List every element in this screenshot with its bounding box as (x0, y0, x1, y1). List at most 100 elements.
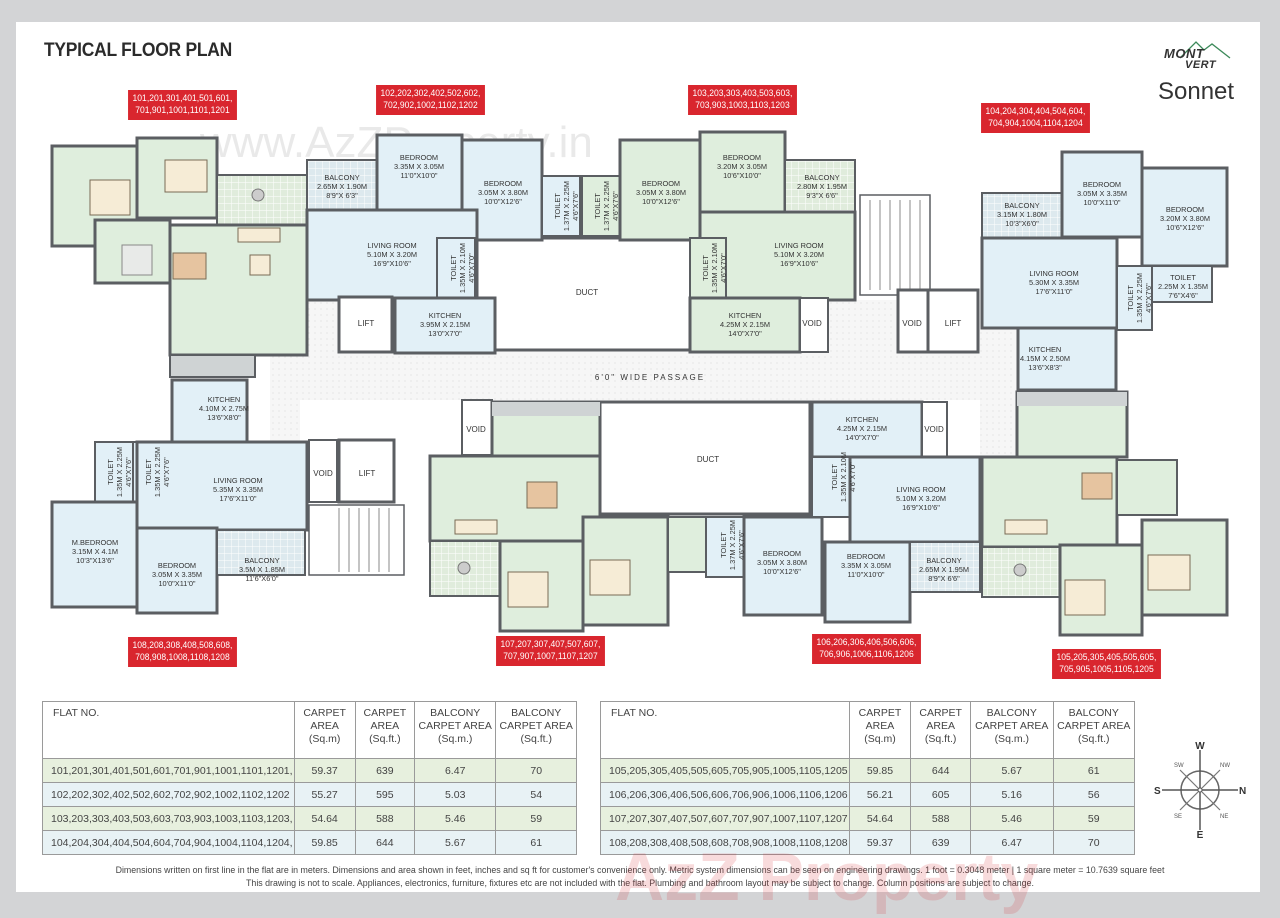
compass-se: SE (1174, 814, 1182, 820)
duct-upper: DUCT (576, 288, 598, 297)
cell: 588 (910, 806, 972, 831)
room-label-toilet: TOILET1.37M X 2.25M4'6"X7'6" (719, 520, 746, 570)
cell: 54 (495, 782, 577, 807)
room-label-toilet: TOILET1.35M X 2.25M4'6"X7'6" (106, 447, 133, 497)
cell: 5.67 (413, 830, 497, 855)
cell-flat-no: 102,202,302,402,502,602,702,902,1002,110… (42, 782, 295, 807)
room-label-toilet: TOILET1.35M X 2.10M4'6"X7'0" (449, 243, 476, 293)
page-title: TYPICAL FLOOR PLAN (44, 40, 232, 61)
table-row: 107,207,307,407,507,607,707,907,1007,110… (600, 806, 1135, 831)
cell: 5.16 (970, 782, 1054, 807)
cell-flat-no: 107,207,307,407,507,607,707,907,1007,110… (600, 806, 850, 831)
table-header-row: FLAT NO. CARPET AREA (Sq.m) CARPET AREA … (42, 701, 577, 759)
staircase-right (859, 194, 980, 354)
flat-tag-101: 101,201,301,401,501,601,701,901,1001,110… (128, 90, 237, 120)
col-carpet-sqft: CARPET AREA (Sq.ft.) (910, 701, 972, 759)
cell: 595 (354, 782, 415, 807)
void-label: VOID (466, 425, 486, 434)
cell-flat-no: 101,201,301,401,501,601,701,901,1001,110… (42, 758, 295, 783)
flat-106 (705, 400, 982, 624)
compass-rose-icon: W E S N SW NW SE NE (1154, 741, 1246, 838)
flat-tag-103: 103,203,303,403,503,603,703,903,1003,110… (688, 85, 797, 115)
flat-tag-102: 102,202,302,402,502,602,702,902,1002,110… (376, 85, 485, 115)
cell: 639 (354, 758, 415, 783)
cell: 59 (1052, 806, 1135, 831)
cell-flat-no: 108,208,308,408,508,608,708,908,1008,110… (600, 830, 850, 855)
void-label: VOID (924, 425, 944, 434)
flat-108 (50, 378, 309, 615)
table-row: 106,206,306,406,506,606,706,906,1006,110… (600, 782, 1135, 807)
col-flat-no: FLAT NO. (42, 701, 295, 759)
flat-tag-105: 105,205,305,405,505,605,705,905,1005,110… (1052, 649, 1161, 679)
cell: 55.27 (293, 782, 356, 807)
col-carpet-sqm: CARPET AREA (Sq.m) (848, 701, 912, 759)
compass-s: S (1154, 786, 1161, 797)
col-carpet-sqm: CARPET AREA (Sq.m) (293, 701, 356, 759)
cell: 56.21 (848, 782, 912, 807)
flat-tag-106: 106,206,306,406,506,606,706,906,1006,110… (812, 634, 921, 664)
table-row: 103,203,303,403,503,603,703,903,1003,110… (42, 806, 577, 831)
col-flat-no: FLAT NO. (600, 701, 850, 759)
room-label-toilet: TOILET1.35M X 2.25M4'6"X7'6" (144, 447, 171, 497)
cell: 5.46 (970, 806, 1054, 831)
lift-lower-left (308, 438, 405, 576)
duct-upper (475, 236, 699, 352)
cell: 56 (1052, 782, 1135, 807)
cell: 59.37 (293, 758, 356, 783)
compass-e: E (1197, 830, 1204, 838)
room-label-toilet: TOILET1.35M X 2.10M4'6"X7'0" (830, 452, 857, 502)
cell-flat-no: 103,203,303,403,503,603,703,903,1003,110… (42, 806, 295, 831)
brand-logo: MONT VERT Sonnet (1150, 38, 1250, 108)
cell: 644 (354, 830, 415, 855)
flat-104 (980, 150, 1229, 392)
flat-102 (305, 133, 581, 355)
cell: 70 (495, 758, 577, 783)
disclaimer-line1: Dimensions written on first line in the … (115, 865, 1165, 876)
cell: 59.37 (848, 830, 912, 855)
compass-w: W (1195, 741, 1205, 752)
cell-flat-no: 104,204,304,404,504,604,704,904,1004,110… (42, 830, 295, 855)
table-row: 105,205,305,405,505,605,705,905,1005,110… (600, 758, 1135, 783)
cell: 644 (910, 758, 972, 783)
lift-label: LIFT (945, 319, 962, 328)
col-balcony-sqft: BALCONY CARPET AREA (Sq.ft.) (1052, 701, 1135, 759)
cell: 59 (495, 806, 577, 831)
compass-sw: SW (1174, 763, 1184, 769)
table-row: 108,208,308,408,508,608,708,908,1008,110… (600, 830, 1135, 855)
flat-103 (581, 130, 857, 354)
passage-label: 6'0" WIDE PASSAGE (595, 373, 705, 382)
cell: 6.47 (970, 830, 1054, 855)
project-name: Sonnet (1158, 78, 1235, 105)
room-label-toilet: TOILET1.37M X 2.25M4'6"X7'6" (553, 181, 580, 231)
cell: 6.47 (413, 758, 497, 783)
compass-ne: NE (1220, 814, 1228, 820)
cell-flat-no: 106,206,306,406,506,606,706,906,1006,110… (600, 782, 850, 807)
cell: 588 (354, 806, 415, 831)
table-header-row: FLAT NO. CARPET AREA (Sq.m) CARPET AREA … (600, 701, 1135, 759)
cell: 70 (1052, 830, 1135, 855)
duct-lower (598, 400, 812, 516)
flat-tag-108: 108,208,308,408,508,608,708,908,1008,110… (128, 637, 237, 667)
mountain-icon (1179, 41, 1231, 59)
flat-tag-107: 107,207,307,407,507,607,707,907,1007,110… (496, 636, 605, 666)
col-balcony-sqm: BALCONY CARPET AREA (Sq.m.) (970, 701, 1054, 759)
cell: 61 (1052, 758, 1135, 783)
table-row: 102,202,302,402,502,602,702,902,1002,110… (42, 782, 577, 807)
